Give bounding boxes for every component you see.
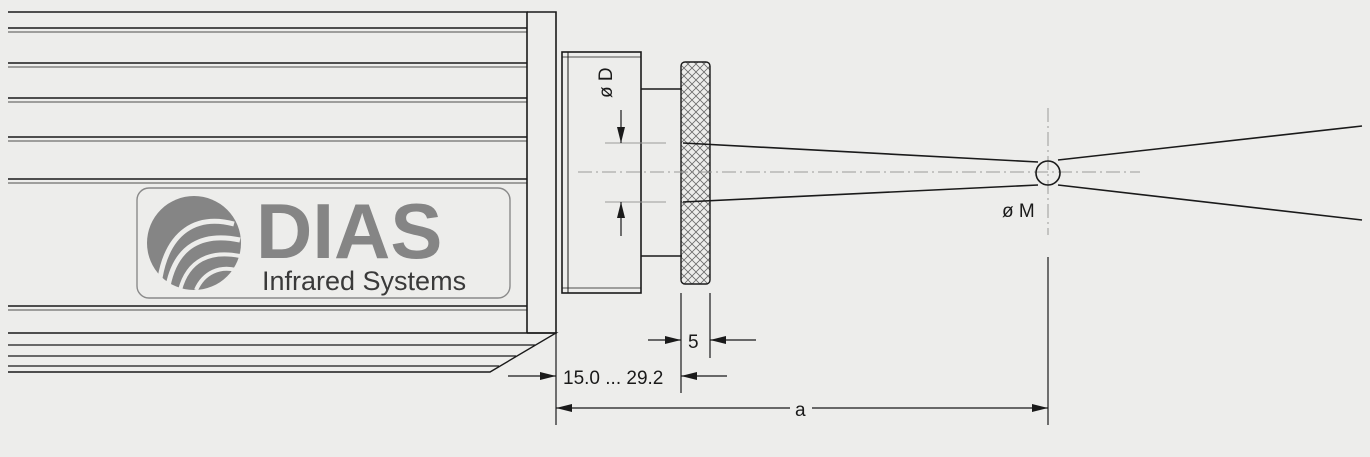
lens-offset-label: 15.0 ... 29.2 [563,368,663,389]
logo-plate: DIAS Infrared Systems [136,187,511,299]
lens-offset-dimension [508,333,727,425]
dias-swirl-logo [147,196,241,291]
beam-path [682,125,1363,221]
lens-tube [561,51,682,294]
spot-diameter-label: ø M [1002,201,1035,222]
lens-diameter-dimension: ø D [596,67,625,236]
optical-axis [578,108,1140,235]
ring-width-label: 5 [688,332,699,353]
distance-dimension [556,257,1049,425]
knurled-ring [680,61,711,285]
distance-label: a [795,400,806,421]
measuring-spot [1035,160,1061,186]
ring-width-dimension [648,293,756,358]
lens-diameter-label: ø D [596,67,617,98]
brand-tagline: Infrared Systems [262,266,466,296]
device-housing [8,11,559,373]
brand-name: DIAS [256,187,442,275]
